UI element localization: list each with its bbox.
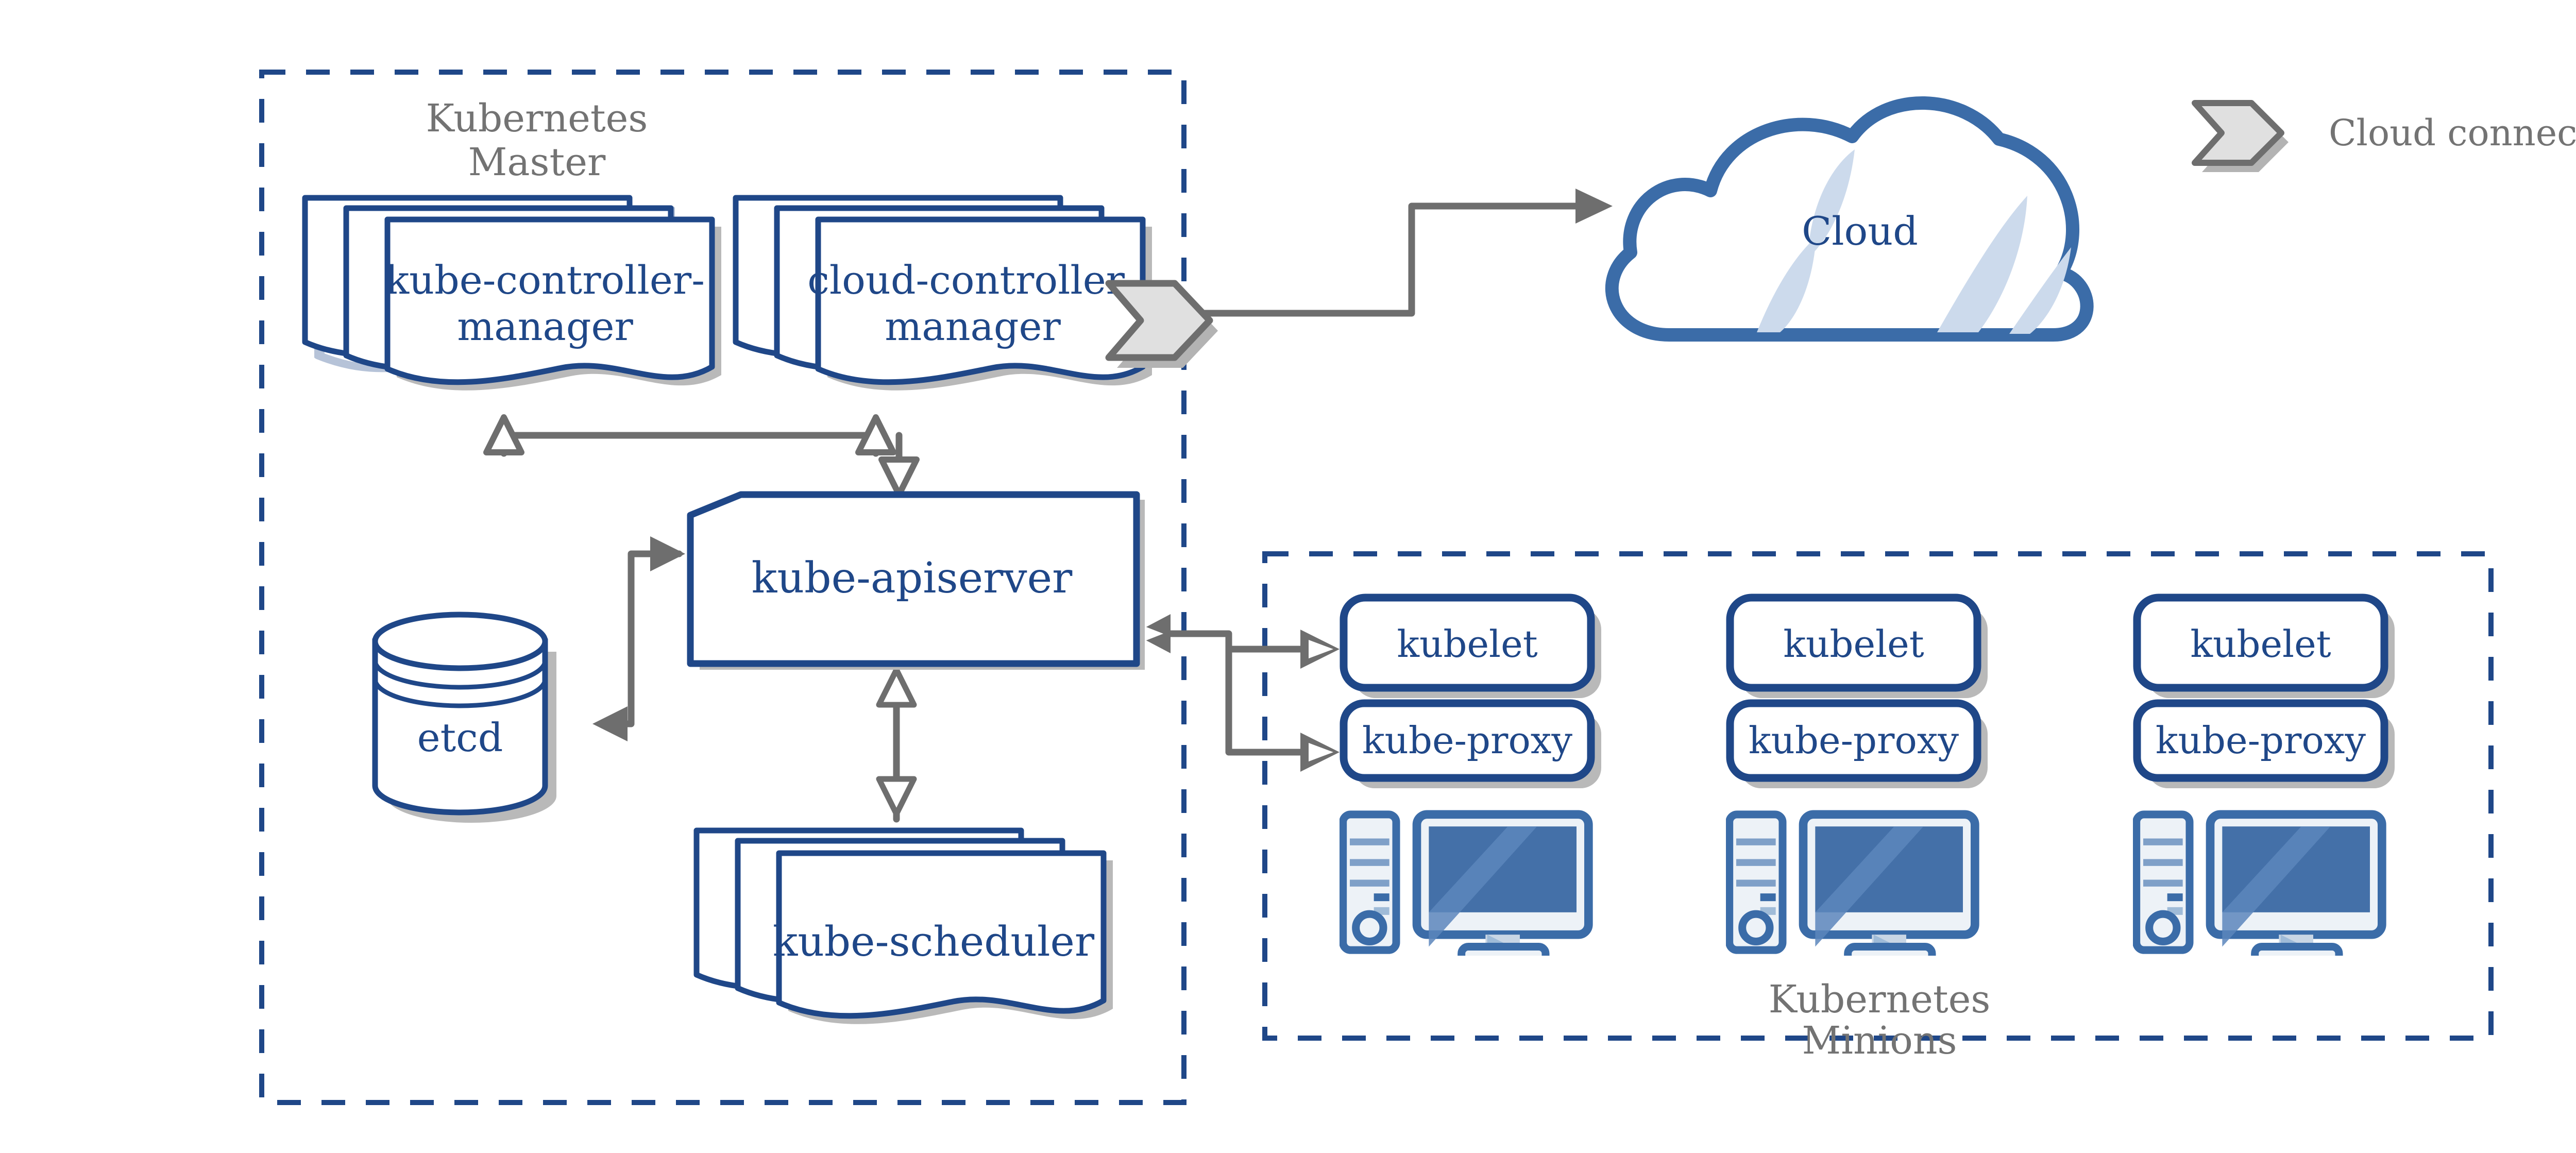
cloud-label: Cloud [1802,208,1918,254]
kube-apiserver-node[interactable]: kube-apiserver [687,491,1145,670]
connector-arrowheads [483,189,1613,817]
edge-apiserver-minions-trunk [1135,630,1307,756]
kube-scheduler-node[interactable]: kube-scheduler [693,827,1113,1024]
master-zone-label-line2: Master [468,140,606,184]
doc-page-front [384,216,715,385]
etcd-ring-1 [372,660,548,690]
doc-page-front [776,850,1107,1019]
doc-page-front [815,216,1146,385]
cloud-accent-slivers [1757,149,2071,334]
kube-proxy-label: kube-proxy [1362,719,1572,762]
minions-zone-label-line2: Minions [1802,1019,1957,1063]
cloud-connector-icon-inline[interactable] [1105,280,1218,368]
kube-proxy-box[interactable] [1726,699,1981,782]
master-zone-label-line1: Kubernetes [426,96,648,141]
cloud-controller-manager-node[interactable]: cloud-controller- manager [733,195,1152,391]
kube-proxy-label: kube-proxy [2156,719,2366,762]
kube-controller-manager-label-line1: kube-controller- [385,257,705,303]
kube-proxy-box[interactable] [2133,699,2388,782]
desktop-computer-icon [1730,815,1975,965]
desktop-computer-icon [1343,815,1589,965]
kube-scheduler-label: kube-scheduler [773,918,1095,965]
cloud-controller-manager-label-line1: cloud-controller- [807,257,1138,303]
etcd-ring-2 [372,679,548,708]
minion-node-1[interactable]: kubelet kube-proxy [1340,594,1601,965]
legend-cloud-connector-label: Cloud connector [2329,112,2576,154]
minion-node-2[interactable]: kubelet kube-proxy [1726,594,1988,965]
minions-zone-label-line1: Kubernetes [1769,977,1991,1022]
kube-controller-manager-node[interactable]: kube-controller- manager [302,195,721,391]
kubelet-box[interactable] [1726,594,1981,692]
etcd-node[interactable]: etcd [372,612,556,823]
apiserver-shape [687,491,1140,667]
kubelet-box[interactable] [2133,594,2388,692]
edge-apiserver-etcd [603,550,683,727]
edge-ccm-to-cloud [1197,202,1598,317]
kube-proxy-box[interactable] [1340,699,1595,782]
legend-cloud-connector[interactable]: Cloud connector [2192,100,2576,172]
kube-apiserver-label: kube-apiserver [752,554,1073,603]
kubelet-label: kubelet [1783,622,1924,666]
cloud-node[interactable]: Cloud [1605,96,2094,342]
kube-controller-manager-label-line2: manager [457,303,633,349]
etcd-label: etcd [417,715,503,760]
kubelet-box[interactable] [1340,594,1595,692]
minions-zone-boundary [1262,551,2494,1041]
edge-apiserver-to-controllers [500,432,879,457]
kube-proxy-label: kube-proxy [1749,719,1959,762]
minion-node-3[interactable]: kubelet kube-proxy [2133,594,2395,965]
kubelet-label: kubelet [2190,622,2331,666]
cloud-controller-manager-label-line2: manager [885,303,1061,349]
master-zone-boundary [259,70,1187,1105]
kubelet-label: kubelet [1397,622,1537,666]
cloud-connector-icon [2192,100,2284,166]
desktop-computer-icon [2137,815,2382,965]
etcd-top [372,612,548,671]
